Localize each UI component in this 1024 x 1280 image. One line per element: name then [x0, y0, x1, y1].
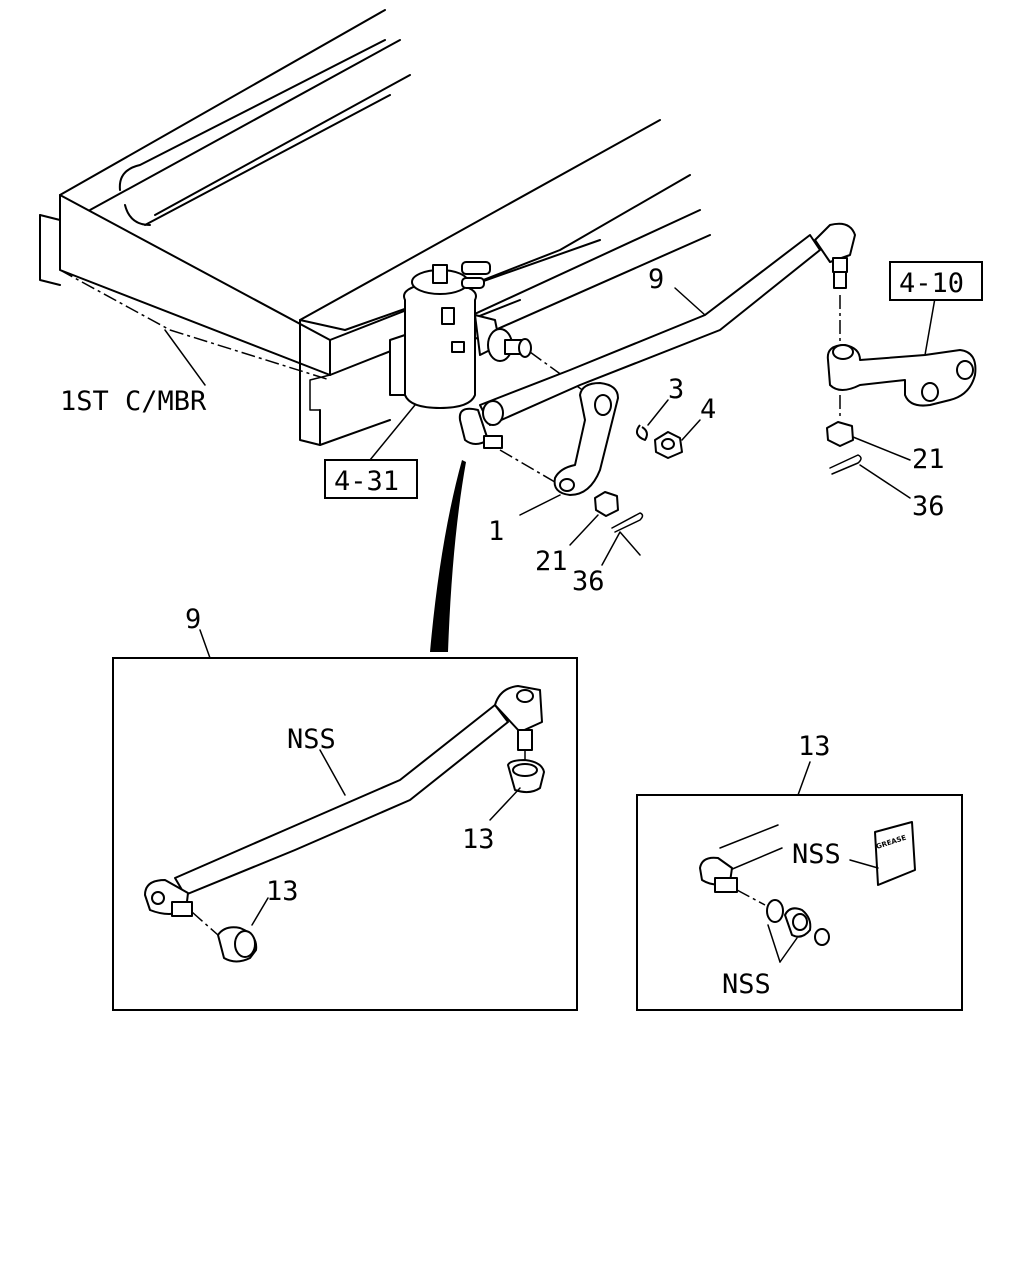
leader-nut	[681, 419, 701, 441]
washer-3	[635, 424, 648, 441]
label-detail-left-part: 9	[185, 604, 201, 635]
frame-crossmember	[39, 9, 711, 446]
leader-castle-nut-left	[569, 514, 599, 546]
leader-pitman-arm	[519, 494, 561, 516]
leader-drag-link	[674, 287, 706, 316]
nut-4	[654, 431, 683, 459]
drag-link	[458, 222, 856, 449]
detail-right-ring	[814, 928, 830, 946]
label-detail-left-boot-b: 13	[266, 876, 299, 907]
leader-detail-right	[797, 761, 811, 796]
label-castle-nut-right: 21	[912, 444, 945, 475]
label-detail-left-boot-a: 13	[462, 824, 495, 855]
detail-right-axis	[736, 889, 766, 906]
leader-detail-left-nss	[319, 749, 346, 796]
callout-pointer	[430, 460, 466, 652]
steering-gear	[389, 261, 532, 409]
leader-detail-left-boot-b	[251, 897, 269, 926]
label-detail-right-part: 13	[798, 731, 831, 762]
link-axis-left	[499, 449, 561, 486]
label-washer: 3	[668, 374, 684, 405]
detail-right-clip	[766, 899, 784, 923]
leader-detail-right-nss-b2	[779, 937, 798, 963]
label-castle-nut-left: 21	[535, 546, 568, 577]
label-detail-right-nss-b: NSS	[722, 969, 771, 1000]
detail-right-boot	[784, 907, 812, 938]
leader-detail-left-boot-a	[489, 787, 521, 821]
detail-right-link-end	[699, 824, 783, 893]
leader-crossmember	[164, 329, 206, 386]
grease-pack: GREASE	[874, 821, 916, 886]
ref-box-arm	[889, 261, 983, 301]
label-pitman-arm: 1	[488, 516, 504, 547]
label-cotter-right: 36	[912, 491, 945, 522]
castle-nut-left	[594, 491, 619, 517]
label-crossmember: 1ST C/MBR	[60, 386, 207, 417]
castle-nut-right	[826, 421, 854, 447]
label-nut: 4	[700, 394, 716, 425]
boot-13-top	[507, 759, 545, 794]
leader-ref-arm	[924, 297, 936, 356]
label-detail-left-nss: NSS	[287, 724, 336, 755]
leader-detail-right-nss-a	[849, 859, 879, 869]
leader-ref-gear	[369, 404, 416, 461]
leader-castle-nut-right	[852, 436, 911, 461]
label-detail-right-nss-a: NSS	[792, 839, 841, 870]
label-ref-gear: 4-31	[334, 466, 399, 497]
detail-left-axis-a	[191, 911, 219, 936]
idler-arm	[826, 344, 977, 407]
leader-cotter-left	[601, 531, 641, 566]
leader-cotter-right	[859, 464, 911, 499]
detail-left-drag-link	[144, 685, 543, 917]
label-cotter-left: 36	[572, 566, 605, 597]
leader-washer	[647, 399, 669, 426]
label-ref-arm: 4-10	[899, 268, 964, 299]
cotter-pin-right	[829, 454, 862, 475]
label-drag-link: 9	[648, 264, 664, 295]
cotter-pin-left	[611, 512, 644, 533]
ref-box-gear	[324, 459, 418, 499]
pitman-arm	[553, 382, 619, 496]
leader-detail-right-nss-b1	[767, 924, 781, 963]
leader-detail-left	[199, 629, 211, 659]
boot-13-bottom	[217, 926, 258, 963]
